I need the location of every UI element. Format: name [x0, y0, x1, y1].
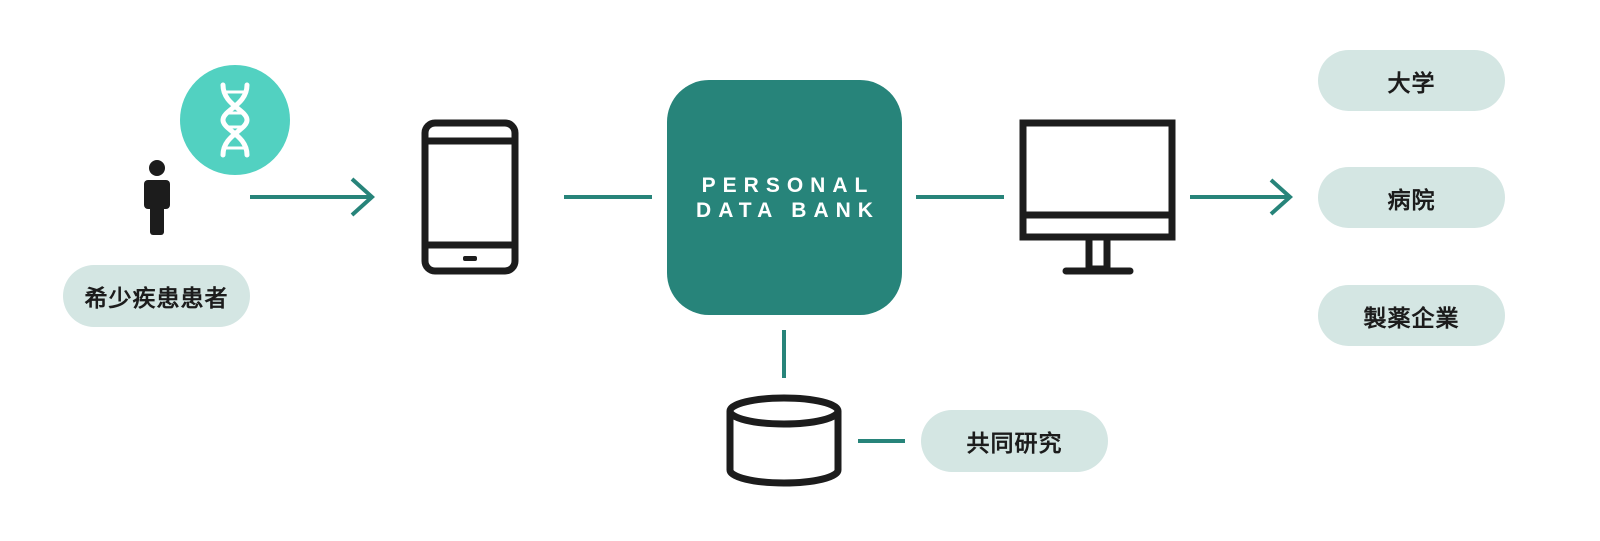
logo-line-2: DATA BANK — [696, 198, 880, 222]
logo-line-1: PERSONAL — [701, 173, 875, 197]
recipient-pharma: 製薬企業 — [1318, 285, 1505, 346]
smartphone-icon — [421, 119, 519, 275]
recipient-hospital: 病院 — [1318, 167, 1505, 228]
arrow-right-icon — [1190, 178, 1293, 216]
joint-research-label: 共同研究 — [921, 410, 1108, 472]
personal-data-bank-logo: PERSONAL DATA BANK — [667, 80, 902, 315]
database-icon — [726, 394, 842, 487]
patient-label: 希少疾患患者 — [63, 265, 250, 327]
arrow-right-icon — [250, 177, 375, 217]
recipient-university: 大学 — [1318, 50, 1505, 111]
person-icon — [144, 160, 170, 235]
monitor-icon — [1019, 119, 1176, 275]
dna-icon — [180, 65, 290, 175]
